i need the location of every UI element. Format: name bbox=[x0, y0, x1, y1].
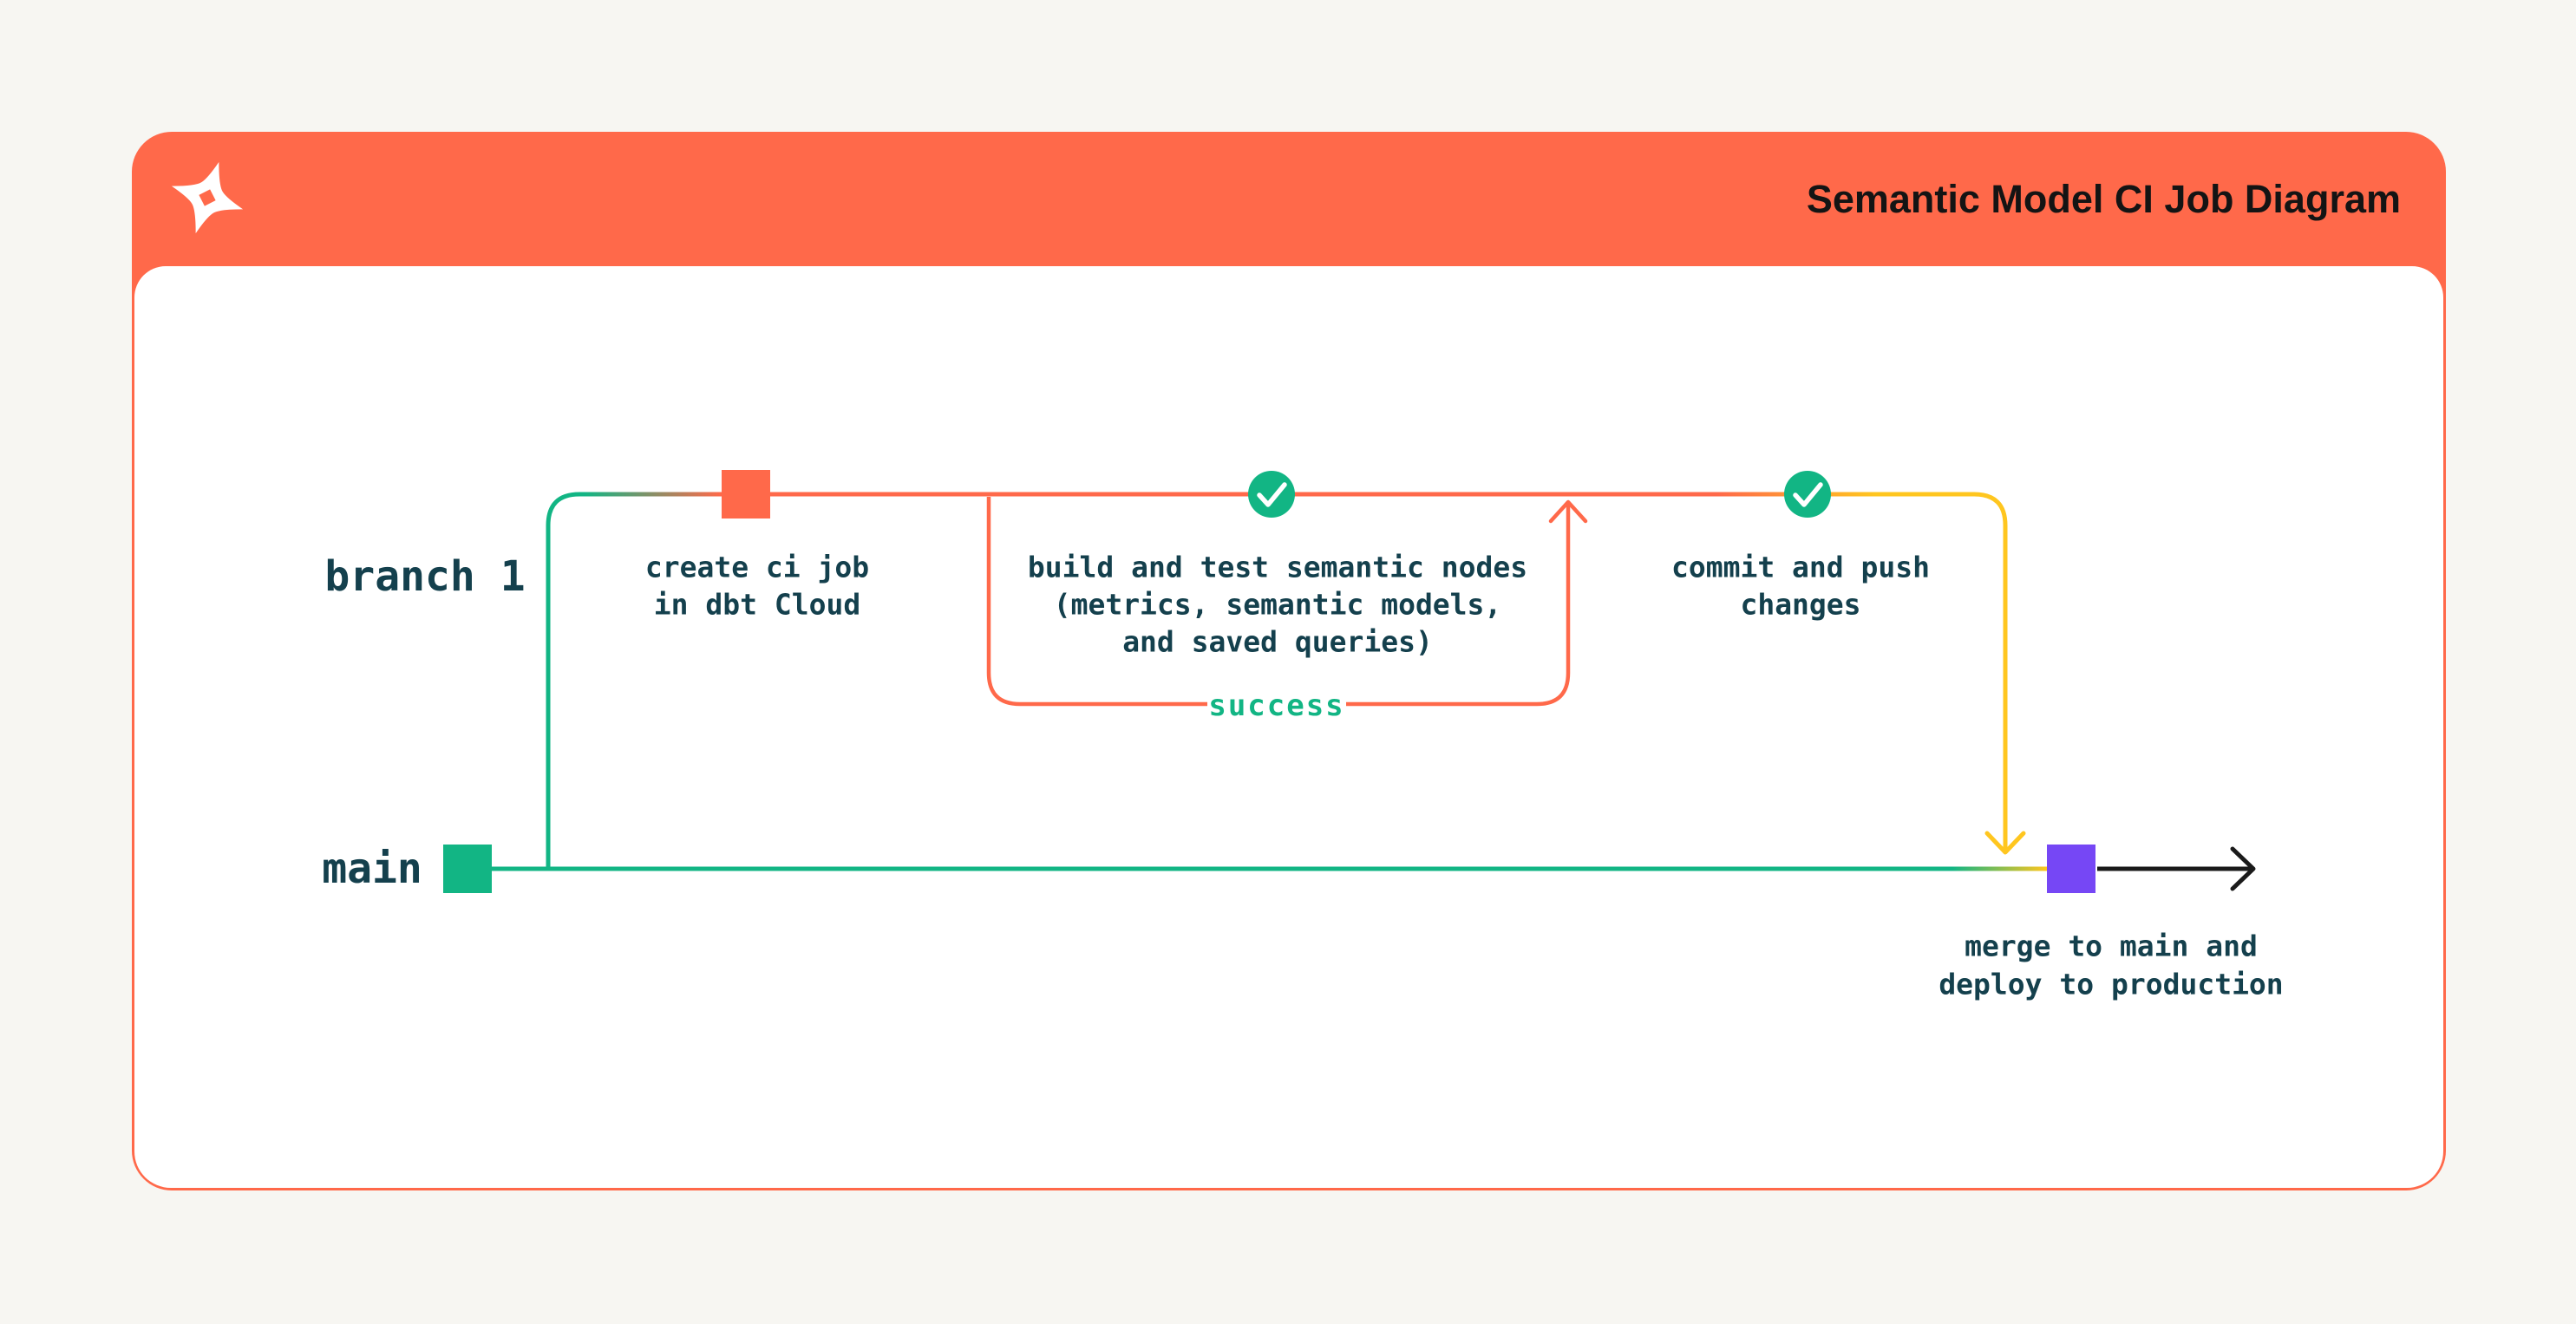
branch1-label: branch 1 bbox=[324, 552, 525, 601]
card-body bbox=[134, 266, 2443, 1188]
main-label: main bbox=[322, 845, 422, 893]
commit-node-create-ci bbox=[722, 470, 770, 519]
page-title: Semantic Model CI Job Diagram bbox=[1806, 176, 2401, 221]
merge-label: deploy to production bbox=[1939, 968, 2283, 1001]
card-header: Semantic Model CI Job Diagram bbox=[132, 132, 2446, 266]
create-ci-label: in dbt Cloud bbox=[654, 588, 860, 622]
build-test-label: (metrics, semantic models, bbox=[1054, 588, 1502, 622]
loop-arrowhead-icon bbox=[1548, 499, 1588, 524]
build-test-label: and saved queries) bbox=[1122, 625, 1433, 659]
merge-label: merge to main and bbox=[1965, 929, 2258, 963]
loop-right-line bbox=[1346, 504, 1571, 707]
loop-left-line bbox=[986, 497, 1207, 707]
create-ci-label: create ci job bbox=[645, 551, 869, 584]
production-arrowhead-icon bbox=[2230, 846, 2256, 891]
build-test-label: build and test semantic nodes bbox=[1028, 551, 1527, 584]
commit-push-label: commit and push bbox=[1671, 551, 1930, 584]
diagram-card: Semantic Model CI Job Diagram bbox=[132, 132, 2446, 1190]
commit-node-merge bbox=[2047, 845, 2095, 893]
merge-arrowhead-icon bbox=[1984, 831, 2026, 855]
check-icon-commit-push bbox=[1784, 471, 1831, 518]
commit-node-main-start bbox=[443, 845, 492, 893]
commit-push-label: changes bbox=[1740, 588, 1860, 622]
success-label: success bbox=[1208, 688, 1344, 723]
check-icon-build-test bbox=[1248, 471, 1295, 518]
